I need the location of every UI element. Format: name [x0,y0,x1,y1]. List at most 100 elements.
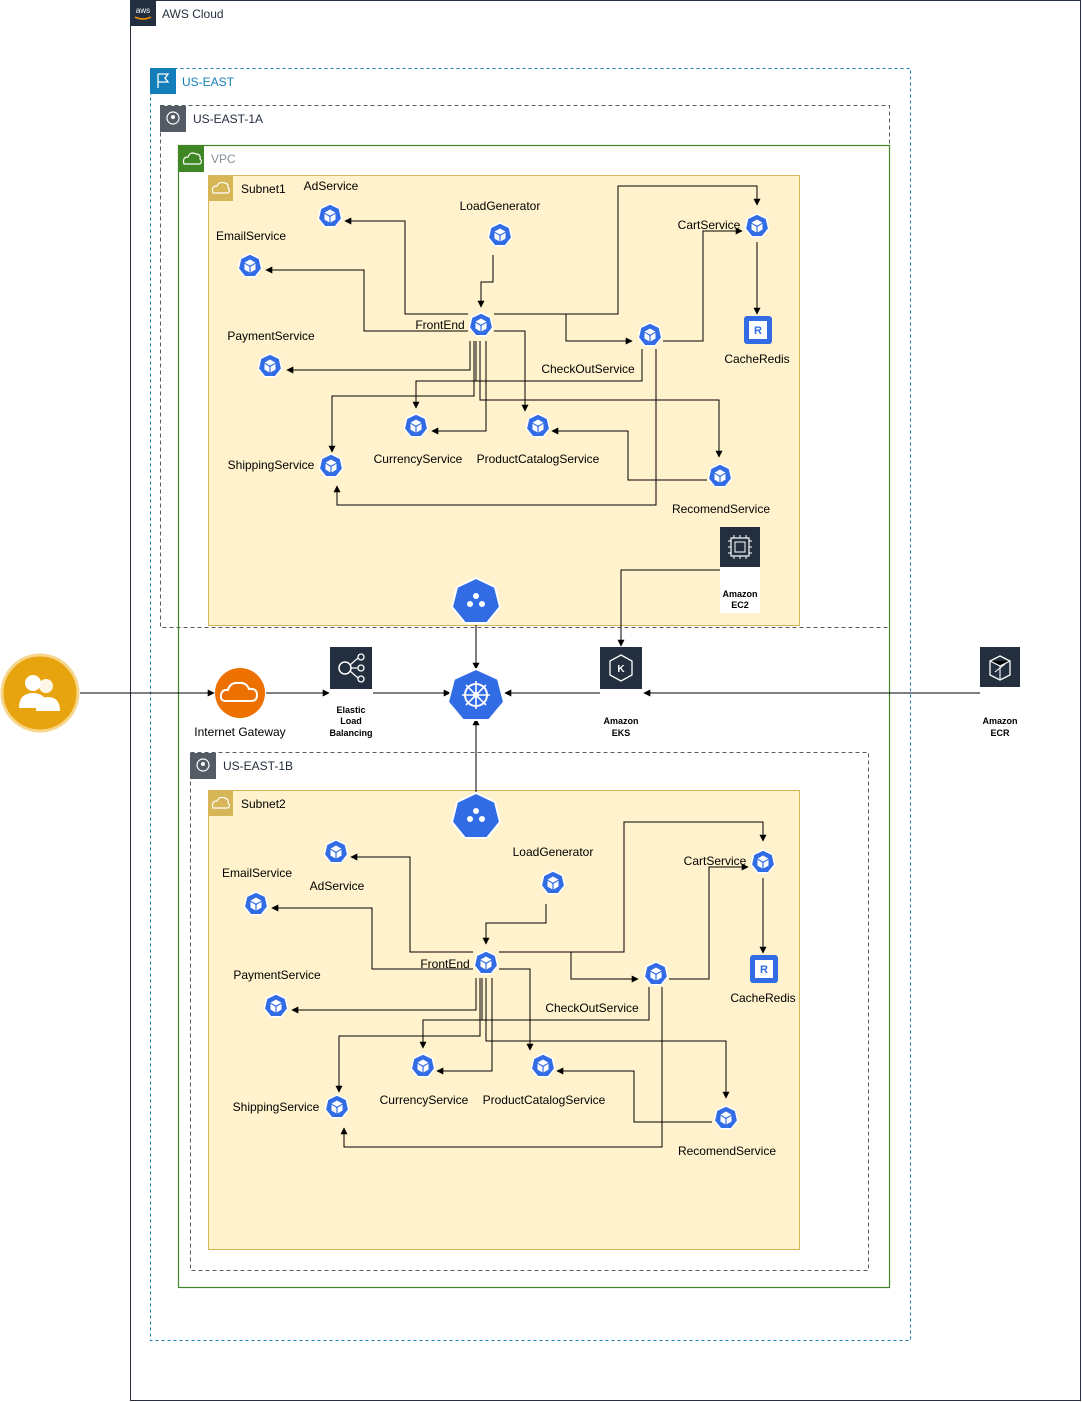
checkout-service-pod-icon[interactable] [643,961,669,986]
subnet1-label: Subnet1 [241,182,286,196]
cache-redis-icon[interactable]: R [750,955,778,983]
ad-service-pod-icon[interactable] [323,839,349,864]
edge-frontend-ad [350,853,473,953]
redis-glyph: R [760,964,768,976]
cache-redis-label: CacheRedis [724,352,789,366]
payment-service-pod-icon[interactable] [257,353,283,378]
elb-label-line3: Balancing [329,728,372,738]
edge-frontend-cart [499,821,767,953]
cart-service-pod-icon[interactable] [750,849,776,874]
load-generator-pod-icon[interactable] [540,870,566,895]
edge-recommend-catalog [556,1067,712,1123]
cart-service-label: CartService [684,854,747,868]
edge-ec2-eks [617,569,720,647]
aws-logo-icon [130,0,156,26]
recommend-service-label: RecomendService [672,502,770,516]
vpc-label: VPC [211,152,236,166]
email-service-pod-icon[interactable] [237,253,263,278]
k8s-node-icon[interactable] [450,791,502,839]
elb-label-line1: Elastic [336,705,365,715]
email-service-pod-icon[interactable] [243,891,269,916]
elb-label-line2: Load [340,716,362,726]
edge-frontend-cart [494,185,761,315]
infra-edges [80,569,980,792]
load-generator-pod-icon[interactable] [487,222,513,247]
recommend-service-pod-icon[interactable] [713,1105,739,1130]
edge-checkout-cart [663,227,743,342]
shipping-service-pod-icon[interactable] [318,453,344,478]
edge-frontend-catalog [494,330,529,412]
edge-frontend-payment [291,978,477,1014]
cart-service-label: CartService [678,218,741,232]
edge-frontend-payment [286,341,471,374]
currency-service-label: CurrencyService [374,452,463,466]
product-catalog-service-pod-icon[interactable] [530,1053,556,1078]
payment-service-label: PaymentService [233,968,321,982]
eks-glyph: K [617,664,625,675]
az-b-group: US-EAST-1B [190,752,869,1271]
amazon-eks-icon[interactable]: K [600,647,642,689]
eks-label-line1: Amazon [603,716,638,726]
vpc-cloud-icon [178,146,204,172]
edge-loadgen-frontend [482,904,547,945]
edge-checkout-cart [669,863,749,980]
az-a-label: US-EAST-1A [193,112,263,126]
product-catalog-service-label: ProductCatalogService [483,1093,606,1107]
shipping-service-label: ShippingService [228,458,315,472]
frontend-label: FrontEnd [415,318,464,332]
currency-service-pod-icon[interactable] [410,1053,436,1078]
eks-label-line2: EKS [612,728,631,738]
vpc-group: VPC [177,144,891,1289]
edge-loadgen-frontend [477,255,494,308]
cart-service-pod-icon[interactable] [744,213,770,238]
shipping-service-pod-icon[interactable] [324,1094,350,1119]
load-generator-label: LoadGenerator [460,199,541,213]
subnet-lock-cloud-icon [208,176,233,201]
edge-checkout-payment [431,349,643,382]
currency-service-pod-icon[interactable] [403,413,429,438]
users-icon[interactable] [0,653,80,733]
frontend-pod-icon[interactable] [473,950,499,975]
ecr-label-line1: Amazon [982,716,1017,726]
internet-gateway-icon[interactable] [215,668,265,718]
subnet2-pods: AdService LoadGenerator CartService Emai… [222,839,796,1158]
k8s-node-icon[interactable] [450,576,502,624]
recommend-service-label: RecomendService [678,1144,776,1158]
cache-redis-icon[interactable]: R [744,316,772,344]
subnet1-edges [265,185,761,506]
ad-service-pod-icon[interactable] [317,203,343,228]
region-label: US-EAST [182,75,235,89]
amazon-ec2-icon[interactable] [720,527,760,567]
region-group: US-EAST [150,68,911,1341]
edge-frontend-currency-b [431,341,487,435]
edge-recommend-catalog [551,427,707,481]
subnet2-label: Subnet2 [241,797,286,811]
elastic-load-balancing-icon[interactable] [330,647,372,689]
edge-frontend-shipping [328,341,475,453]
product-catalog-service-pod-icon[interactable] [525,413,551,438]
aws-cloud-label: AWS Cloud [162,7,224,21]
email-service-label: EmailService [222,866,292,880]
recommend-service-pod-icon[interactable] [707,463,733,488]
edge-frontend-recommend [485,978,730,1099]
checkout-service-pod-icon[interactable] [637,322,663,347]
internet-gateway-label: Internet Gateway [194,725,285,739]
kubernetes-helm-icon[interactable] [446,667,506,721]
subnet-lock-cloud-icon [208,791,233,816]
region-flag-icon [150,68,176,94]
ecr-label-line2: ECR [990,728,1010,738]
subnet1-pods: AdService LoadGenerator CartService Emai… [216,179,790,516]
amazon-ecr-icon[interactable] [980,647,1020,687]
az-b-label: US-EAST-1B [223,759,293,773]
edge-checkout-shipping [333,349,657,506]
aws-cloud-group: aws AWS Cloud [130,0,1081,1401]
payment-service-pod-icon[interactable] [263,993,289,1018]
edge-frontend-email [271,904,473,970]
location-pin-icon [160,106,186,132]
frontend-pod-icon[interactable] [468,312,494,337]
aws-logo-text: aws [136,6,150,15]
checkout-service-label: CheckOutService [545,1001,639,1015]
edge-frontend-shipping [335,978,481,1093]
location-pin-icon [190,753,216,779]
cache-redis-label: CacheRedis [730,991,795,1005]
